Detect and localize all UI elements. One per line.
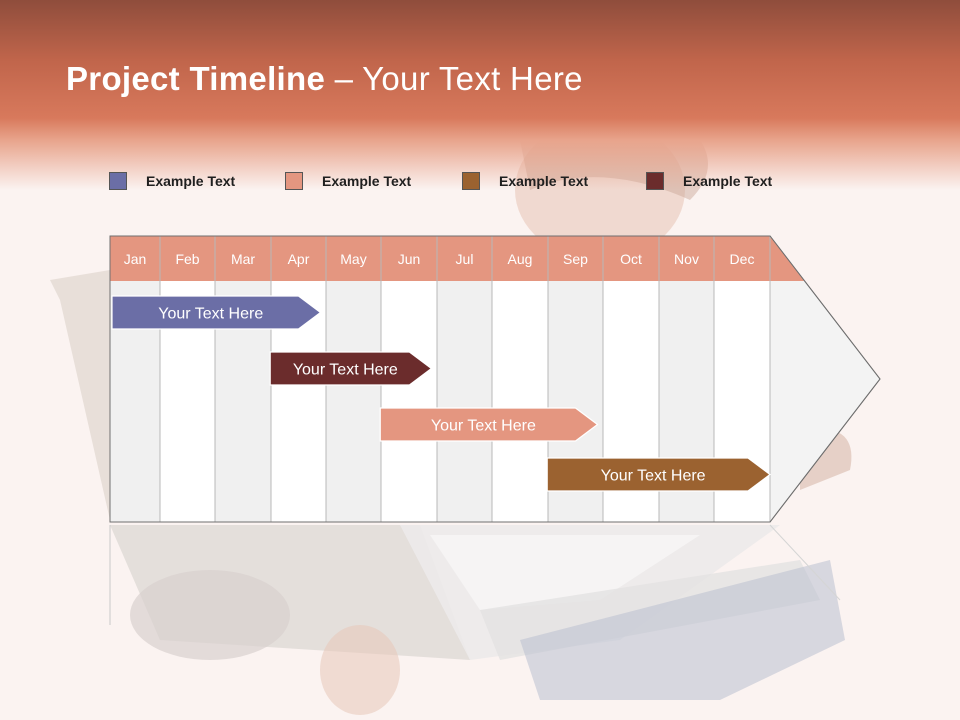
month-label-feb: Feb [175, 251, 199, 267]
title-rest: – Your Text Here [325, 60, 583, 97]
month-label-sep: Sep [563, 251, 588, 267]
task-arrow-2 [269, 351, 433, 386]
legend-swatch-2 [285, 172, 303, 190]
legend-label-1: Example Text [146, 173, 236, 189]
month-label-jun: Jun [398, 251, 421, 267]
month-label-apr: Apr [288, 251, 310, 267]
task-arrow-3 [379, 407, 599, 442]
month-label-nov: Nov [674, 251, 699, 267]
legend-swatch-4 [646, 172, 664, 190]
legend-swatch-3 [462, 172, 480, 190]
month-column [326, 281, 381, 522]
month-label-mar: Mar [231, 251, 255, 267]
legend-label-4: Example Text [683, 173, 773, 189]
month-column [437, 281, 492, 522]
month-column [492, 281, 548, 522]
slide-title: Project Timeline – Your Text Here [66, 60, 583, 98]
legend-label-2: Example Text [322, 173, 412, 189]
month-label-dec: Dec [730, 251, 755, 267]
task-arrow-4 [546, 457, 771, 492]
task-label-4: Your Text Here [601, 468, 706, 485]
task-arrow-1 [111, 295, 322, 330]
month-label-oct: Oct [620, 251, 642, 267]
month-label-may: May [340, 251, 366, 267]
legend-item-1: Example Text [109, 170, 235, 192]
month-column [381, 281, 437, 522]
month-label-jul: Jul [456, 251, 474, 267]
task-label-2: Your Text Here [293, 362, 398, 379]
month-header-band [110, 236, 770, 281]
legend-label-3: Example Text [499, 173, 589, 189]
task-label-3: Your Text Here [431, 418, 536, 435]
legend-item-3: Example Text [462, 170, 588, 192]
task-label-1: Your Text Here [158, 306, 263, 323]
timeline-outline [109, 235, 881, 523]
legend-item-2: Example Text [285, 170, 411, 192]
legend-item-4: Example Text [646, 170, 772, 192]
month-label-jan: Jan [124, 251, 147, 267]
legend-swatch-1 [109, 172, 127, 190]
title-bold: Project Timeline [66, 60, 326, 97]
title-banner [0, 0, 960, 200]
month-label-aug: Aug [508, 251, 533, 267]
